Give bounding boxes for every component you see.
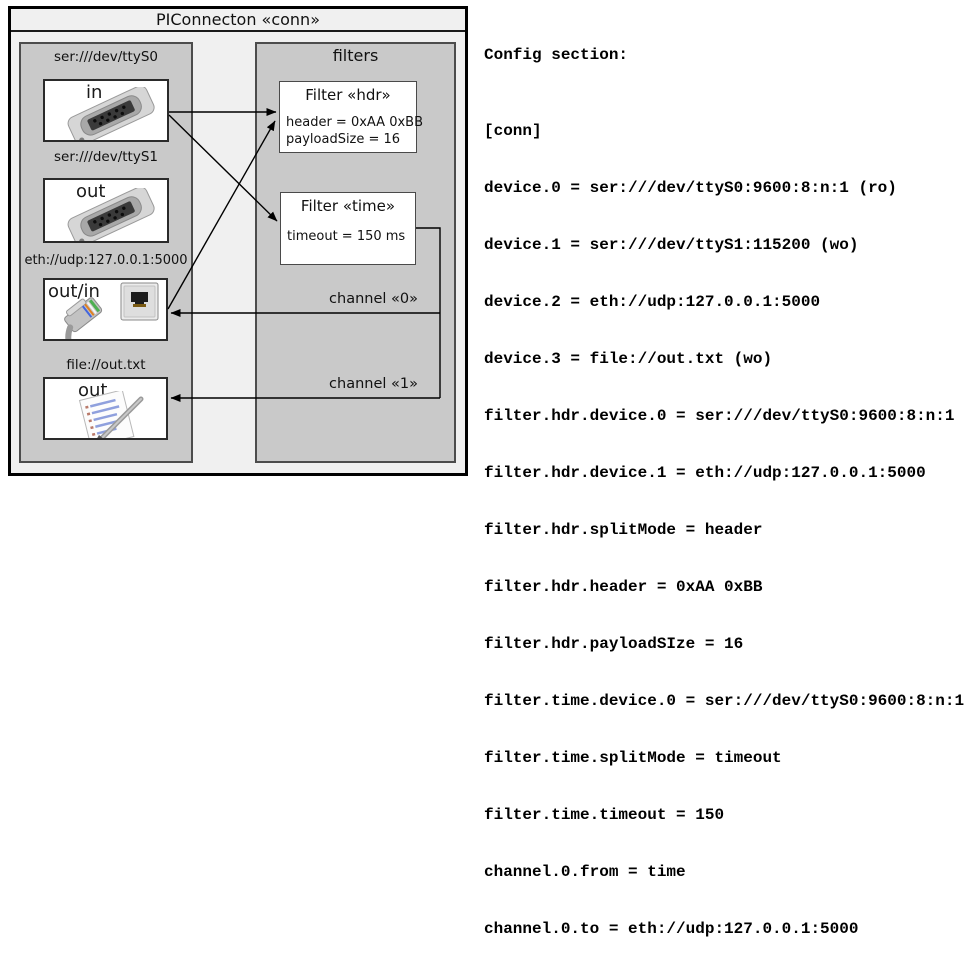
device-box: out xyxy=(43,377,168,440)
config-line: [conn] xyxy=(484,122,542,140)
config-line: filter.hdr.splitMode = header xyxy=(484,521,763,539)
filter-time-box: Filter «time» timeout = 150 ms xyxy=(280,192,416,265)
device-label: eth://udp:127.0.0.1:5000 xyxy=(24,253,188,268)
diagram-title: PIConnecton «conn» xyxy=(156,10,320,29)
filter-attribute: timeout = 150 ms xyxy=(287,229,406,244)
config-line: channel.0.to = eth://udp:127.0.0.1:5000 xyxy=(484,920,859,938)
filter-attribute: payloadSize = 16 xyxy=(286,132,401,147)
filter-hdr-box: Filter «hdr» header = 0xAA 0xBB payloadS… xyxy=(279,81,424,153)
device-box: out/in xyxy=(43,278,168,341)
ethernet-jack-icon xyxy=(120,282,159,321)
device-label: ser:///dev/ttyS0 xyxy=(54,49,158,65)
device-box: in xyxy=(43,79,169,142)
config-panel: Config section: [conn] device.0 = ser://… xyxy=(484,8,964,968)
filter-attribute: header = 0xAA 0xBB xyxy=(286,115,424,130)
config-line: filter.hdr.payloadSIze = 16 xyxy=(484,635,744,653)
config-line: channel.0.from = time xyxy=(484,863,686,881)
device-label: file://out.txt xyxy=(66,357,146,373)
device-direction: out xyxy=(76,181,106,202)
config-line: filter.time.device.0 = ser:///dev/ttyS0:… xyxy=(484,692,964,710)
config-line: device.3 = file://out.txt (wo) xyxy=(484,350,773,368)
config-line: filter.hdr.device.1 = eth://udp:127.0.0.… xyxy=(484,464,926,482)
device-direction: out/in xyxy=(48,281,100,302)
config-line: filter.hdr.device.0 = ser:///dev/ttyS0:9… xyxy=(484,407,955,425)
channel-0-label: channel «0» xyxy=(329,291,418,307)
device-label: ser:///dev/ttyS1 xyxy=(54,149,158,165)
filters-panel-title: filters xyxy=(332,46,379,65)
notepad-pen-icon xyxy=(78,391,144,438)
device-direction: in xyxy=(86,82,103,103)
config-line: filter.time.splitMode = timeout xyxy=(484,749,782,767)
filter-title: Filter «time» xyxy=(300,197,396,215)
config-line: device.2 = eth://udp:127.0.0.1:5000 xyxy=(484,293,821,311)
serial-connector-icon xyxy=(67,87,155,140)
serial-connector-icon xyxy=(67,188,155,241)
config-line: filter.hdr.header = 0xAA 0xBB xyxy=(484,578,763,596)
title-separator xyxy=(11,30,465,32)
screenshot-root: { "diagram": { "title": "PIConnecton «co… xyxy=(8,6,964,938)
config-line: device.1 = ser:///dev/ttyS1:115200 (wo) xyxy=(484,236,859,254)
device-box: out xyxy=(43,178,169,243)
filter-title: Filter «hdr» xyxy=(305,86,391,104)
config-line: filter.time.timeout = 150 xyxy=(484,806,725,824)
config-line: device.0 = ser:///dev/ttyS0:9600:8:n:1 (… xyxy=(484,179,897,197)
config-heading: Config section: xyxy=(484,46,629,64)
channel-1-label: channel «1» xyxy=(329,376,418,392)
ethernet-cable-icon xyxy=(64,297,103,339)
